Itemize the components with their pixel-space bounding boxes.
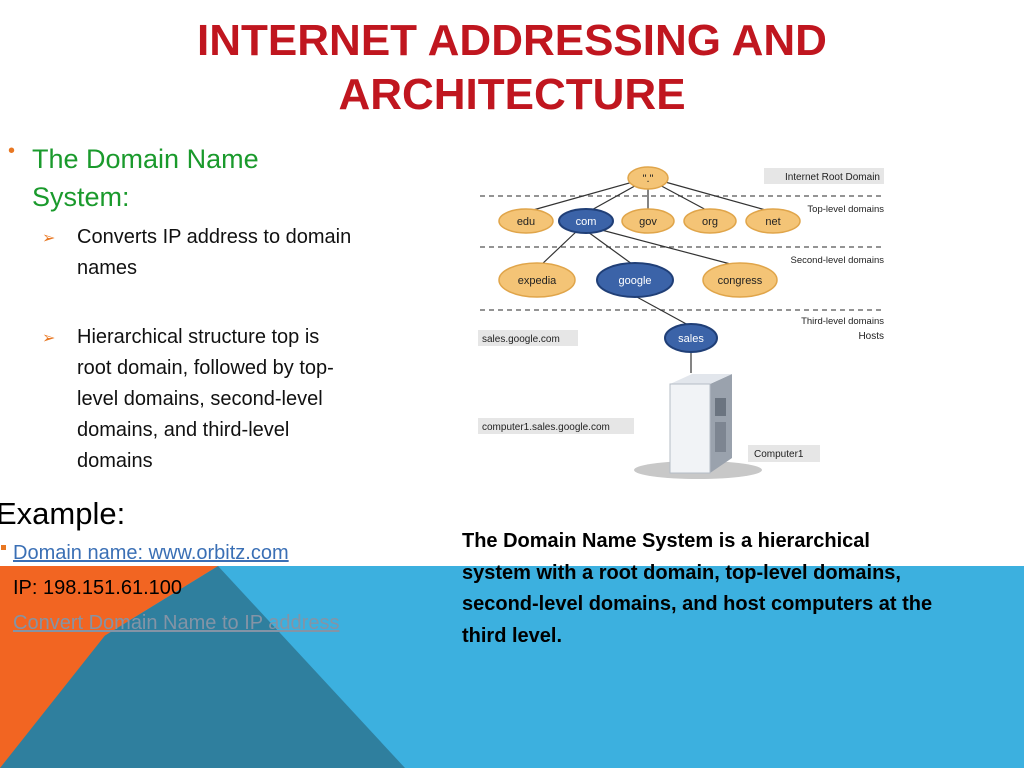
server-front (669, 383, 711, 474)
computer-fqdn-box (478, 418, 634, 434)
example-ip: IP: 198.151.61.100 (13, 577, 183, 599)
sld-node-google-label: google (618, 275, 651, 287)
bg-teal-triangle (0, 566, 405, 768)
edge-com-google (587, 231, 633, 265)
edge-root-net (657, 179, 774, 213)
level-label-second: Second-level domains (791, 255, 885, 266)
computer-fqdn-label: computer1.sales.google.com (482, 422, 610, 433)
sld-node-expedia-label: expedia (518, 275, 557, 287)
arrow-bullet-icon: ➢ (42, 230, 56, 247)
bullet-converts-line1: Converts IP address to domain (77, 226, 352, 248)
heading-bullet-dot: • (8, 140, 16, 162)
tld-node-edu (498, 208, 554, 234)
slide-title-line1: Internet Addressing and (197, 16, 827, 65)
bullet-hierarchical: Hierarchical structure top is root domai… (77, 322, 417, 477)
bg-orange-triangle-lower (0, 566, 160, 768)
bullet-hierarchical-line1: Hierarchical structure top is (77, 326, 320, 348)
bullet-converts-line2: names (77, 257, 138, 279)
bullet-hierarchical-line4: domains, and third-level (77, 419, 290, 441)
edge-root-org (653, 181, 711, 213)
convert-domain-link[interactable]: Convert Domain Name to IP address (13, 612, 340, 634)
server-top (670, 374, 732, 384)
server-drive-bay (715, 398, 726, 416)
tld-node-gov (621, 208, 675, 234)
section-heading-line1: The Domain Name (32, 144, 259, 174)
edge-com-expedia (539, 229, 579, 267)
diagram-caption: The Domain Name System is a hierarchical… (462, 530, 933, 647)
example-domain-link[interactable]: Domain name: www.orbitz.com (13, 542, 289, 564)
level-label-third: Third-level domains (801, 316, 884, 327)
slide-title: Internet Addressing and Architecture (100, 14, 924, 122)
root-node-label: "." (643, 173, 654, 185)
tld-node-gov-label: gov (639, 216, 657, 228)
tld-node-com (558, 208, 614, 234)
host-fqdn-box (478, 330, 578, 346)
edge-root-edu (525, 179, 641, 213)
example-bullet-square (1, 545, 6, 550)
edge-google-sales (634, 295, 691, 327)
bullet-hierarchical-line2: root domain, followed by top- (77, 357, 334, 379)
host-node-sales (664, 323, 718, 353)
dns-hierarchy-diagram: "." edu com gov org net expedia google c… (478, 166, 885, 479)
computer-label: Computer1 (754, 449, 804, 460)
tld-node-org-label: org (702, 216, 718, 228)
root-node (627, 166, 669, 190)
tld-node-edu-label: edu (517, 216, 535, 228)
tld-node-org (683, 208, 737, 234)
sld-node-expedia (498, 262, 576, 298)
edge-root-com (587, 181, 643, 213)
level-label-hosts: Hosts (858, 331, 884, 342)
sld-node-congress (702, 262, 778, 298)
server-vent (715, 422, 726, 452)
bullet-converts: Converts IP address to domain names (77, 222, 417, 284)
level-label-root: Internet Root Domain (785, 172, 880, 183)
computer-label-box (748, 445, 820, 462)
tld-node-net-label: net (765, 216, 780, 228)
arrow-bullet-icon: ➢ (42, 330, 56, 347)
bullet-hierarchical-line5: domains (77, 450, 153, 472)
sld-node-congress-label: congress (718, 275, 763, 287)
section-heading: The Domain Name System: (32, 140, 332, 216)
example-label: Example: (0, 496, 126, 531)
edge-com-congress (593, 227, 739, 267)
section-heading-line2: System: (32, 182, 130, 212)
host-fqdn-label: sales.google.com (482, 334, 560, 345)
diagram-edges (525, 179, 774, 373)
tld-node-net (745, 208, 801, 234)
sld-node-google (596, 262, 674, 298)
slide-title-line2: Architecture (338, 70, 686, 119)
level-label-root-box (764, 168, 884, 184)
host-node-sales-label: sales (678, 333, 704, 345)
bullet-hierarchical-line3: level domains, second-level (77, 388, 323, 410)
server-computer-icon (634, 374, 762, 479)
level-label-top: Top-level domains (807, 204, 884, 215)
tld-node-com-label: com (576, 216, 597, 228)
